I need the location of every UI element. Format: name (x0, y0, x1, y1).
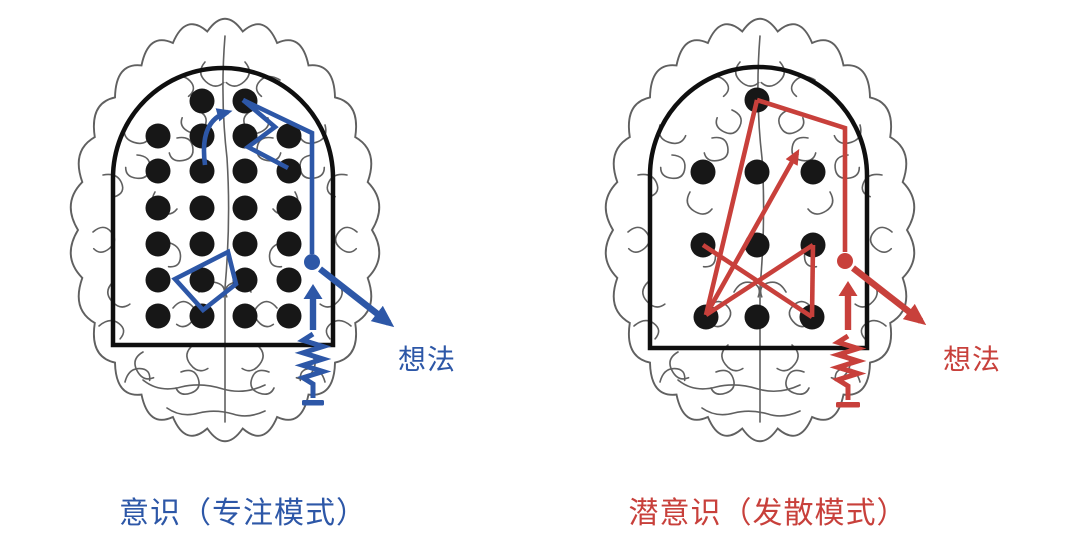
spring-base-icon (836, 402, 860, 408)
neural-link (241, 98, 290, 171)
cerebellum-fold (166, 407, 266, 417)
neuron-dot (145, 195, 171, 221)
neuron-dot (800, 159, 826, 185)
neural-link (809, 244, 816, 318)
neuron-dot (189, 158, 215, 184)
neuron-dot (145, 303, 171, 329)
neural-link (201, 108, 233, 166)
neuron-dot (145, 231, 171, 257)
neuron-dot (189, 88, 215, 114)
spring-icon (294, 331, 332, 398)
neural-link (704, 243, 815, 317)
cortex-outline (69, 17, 381, 443)
neuron-dot (276, 303, 302, 329)
neuron-dot (276, 267, 302, 293)
neuron-dots (690, 87, 826, 330)
neuron-dot (145, 267, 171, 293)
idea-pointer-arrow-icon (851, 265, 927, 326)
idea-node-dot (304, 254, 320, 270)
idea-node-dot (837, 253, 853, 269)
neuron-dot (189, 303, 215, 329)
neuron-dot (189, 195, 215, 221)
neuron-dot (232, 231, 258, 257)
neuron-dot (232, 267, 258, 293)
neuron-dot (232, 158, 258, 184)
gyri-squiggles-left (627, 61, 761, 395)
cerebellum-fold (677, 379, 801, 393)
up-arrow-icon (303, 284, 323, 330)
neural-links (171, 97, 315, 314)
spring-base-icon (302, 400, 324, 406)
neural-links (701, 97, 848, 319)
caption-diffuse-mode: 潜意识（发散模式） (628, 497, 908, 530)
brain-top-view-diffuse: 想法 (604, 17, 1001, 443)
neural-link (703, 148, 800, 317)
neuron-dot (744, 304, 770, 330)
up-arrow-icon (838, 281, 858, 330)
neuron-dot (232, 303, 258, 329)
scalp-frame (647, 64, 870, 351)
neuron-dot (189, 231, 215, 257)
idea-label: 想法 (943, 344, 1001, 375)
caption-focused-mode: 意识（专注模式） (119, 497, 367, 530)
neuron-dot (145, 158, 171, 184)
longitudinal-fissure (222, 35, 230, 423)
scalp-frame (110, 65, 336, 348)
neuron-dot (276, 123, 302, 149)
neuron-dot (744, 159, 770, 185)
neural-link (242, 97, 315, 254)
cortex-outline (604, 17, 916, 443)
neuron-dot (276, 195, 302, 221)
neural-link (171, 248, 239, 314)
brain-top-view-focused: 想法 (69, 17, 456, 443)
cerebellum-fold (701, 407, 801, 417)
cerebellum-fold (142, 379, 266, 393)
neuron-dot (189, 267, 215, 293)
neuron-dot (690, 159, 716, 185)
spring-icon (829, 333, 867, 400)
idea-pointer-arrow-icon (317, 266, 395, 328)
neuron-dot (145, 123, 171, 149)
neural-link (703, 99, 760, 316)
gyri-squiggles-right (759, 61, 893, 395)
neuron-dot (232, 195, 258, 221)
neural-link (756, 97, 848, 252)
neuron-dot (276, 231, 302, 257)
idea-label: 想法 (398, 344, 456, 375)
